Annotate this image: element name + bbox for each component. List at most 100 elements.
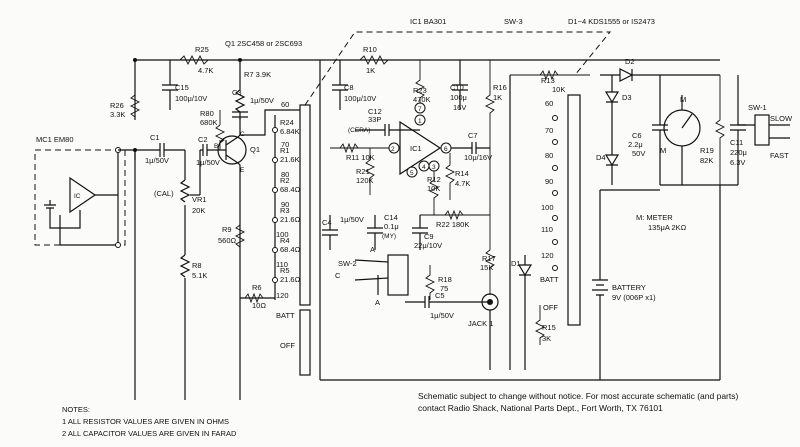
sw3-left-80: 80 (281, 170, 289, 179)
c9-label: C9 (424, 232, 434, 241)
r14-value: 4.7K (455, 179, 470, 188)
sw3-right-slider (567, 94, 581, 326)
r9-label: R9 (222, 225, 232, 234)
pin5-label: 5 (410, 170, 414, 177)
q1-collector-wire (237, 109, 300, 138)
meter-needle (681, 95, 693, 185)
c2-label: C2 (198, 135, 208, 144)
sw3-left-slider (299, 104, 311, 306)
c1-capacitor (150, 143, 185, 157)
r23-resistor (414, 60, 426, 103)
disclaimer-line1: Schematic subject to change without noti… (418, 391, 738, 401)
sw3-right-off: OFF (543, 303, 558, 312)
sw3-left-90: 90 (281, 200, 289, 209)
header-q1: Q1 2SC458 or 2SC693 (225, 39, 302, 48)
node-r26-top (133, 58, 137, 62)
rtap-6 (552, 239, 558, 245)
top-rail-middle (319, 59, 720, 380)
r23-value: 470K (413, 95, 431, 104)
pin6-label: 6 (444, 146, 448, 153)
r13-label: R13 (541, 76, 555, 85)
sw3-right-60: 60 (545, 99, 553, 108)
sw3-right-70: 70 (545, 126, 553, 135)
rtap-3 (552, 165, 558, 171)
ladder-r5-val: 21.6Ω (280, 275, 301, 284)
q1-leads (210, 136, 239, 164)
r16-resistor (484, 60, 496, 215)
c4-capacitor (322, 215, 338, 250)
sw3-right-80: 80 (545, 151, 553, 160)
r19-value: 82K (700, 156, 713, 165)
pin4-label: 4 (422, 164, 426, 171)
r12-value: 10K (427, 184, 440, 193)
r12-label: R12 (427, 175, 441, 184)
header-sw3: SW-3 (504, 17, 523, 26)
d4-diode (604, 150, 620, 185)
sw3-left-slider-batt (299, 309, 311, 376)
r80-label: R80 (200, 109, 214, 118)
c10-value: 100μ (450, 93, 467, 102)
c15-capacitor (162, 60, 178, 110)
c11-value: 220μ (730, 148, 747, 157)
r6-value: 10Ω (252, 301, 266, 310)
c1-value: 1μ/50V (145, 156, 169, 165)
c14-capacitor (367, 215, 383, 250)
jack1-center (487, 299, 493, 305)
r21-value: 120K (356, 176, 374, 185)
sw3-left-60: 60 (281, 100, 289, 109)
q1-emitter-wire (237, 162, 241, 400)
r19-label: R19 (700, 146, 714, 155)
r15-label: R15 (542, 323, 556, 332)
r6-label: R6 (252, 283, 262, 292)
r21-resistor (364, 148, 376, 195)
c3-capacitor (232, 111, 248, 135)
ic1-label: IC1 (410, 144, 422, 153)
pin1-label: 1 (418, 118, 422, 125)
c3-value: 1μ/50V (250, 96, 274, 105)
sw3-left-70: 70 (281, 140, 289, 149)
ladder-r1: R1 (280, 146, 290, 155)
pin7-label: 7 (418, 106, 422, 113)
sw2-a-bottom: A (375, 298, 380, 307)
d2-label: D2 (625, 57, 635, 66)
r16-value: 1K (493, 93, 502, 102)
sw3-left-batt: BATT (276, 311, 295, 320)
meter-plus: M (680, 95, 686, 104)
r14-resistor (444, 153, 456, 200)
c10-label: C10 (450, 83, 464, 92)
tap-5 (272, 247, 278, 253)
r80-value: 680K (200, 118, 218, 127)
rtap-1 (552, 115, 558, 121)
d1-label: D1 (511, 259, 521, 268)
r9-value: 560Ω (218, 236, 237, 245)
pin1 (414, 114, 426, 126)
sw1-contacts (738, 124, 790, 139)
c7-capacitor (451, 142, 490, 154)
sw3-left-120: 120 (276, 291, 289, 300)
r25-label: R25 (195, 45, 209, 54)
r25-value: 4.7K (198, 66, 213, 75)
rtap-7 (552, 265, 558, 271)
sw3-right-batt: BATT (540, 275, 559, 284)
notes-title: NOTES: (62, 405, 90, 414)
c11-capacitor (730, 75, 746, 185)
rtap-4 (552, 190, 558, 196)
ladder-r2: R2 (280, 176, 290, 185)
pin5 (406, 166, 418, 178)
mc1-amplifier-symbol (69, 176, 97, 214)
r80-resistor (214, 110, 226, 150)
c10-capacitor (452, 60, 468, 110)
c12-value: 33P (368, 115, 381, 124)
battery-symbol (592, 190, 608, 380)
r8-resistor (179, 254, 191, 400)
q1-e: E (240, 167, 245, 174)
ladder-r5: R5 (280, 266, 290, 275)
r26-resistor (129, 94, 141, 118)
r26-label: R26 (110, 101, 124, 110)
sw2-switch (387, 254, 409, 296)
r11-resistor (330, 142, 389, 154)
battery-value: 9V (006P x1) (612, 293, 656, 302)
r10-label: R10 (363, 45, 377, 54)
c11-volt: 6.3V (730, 158, 745, 167)
vr1-cal: (CAL) (154, 189, 174, 198)
